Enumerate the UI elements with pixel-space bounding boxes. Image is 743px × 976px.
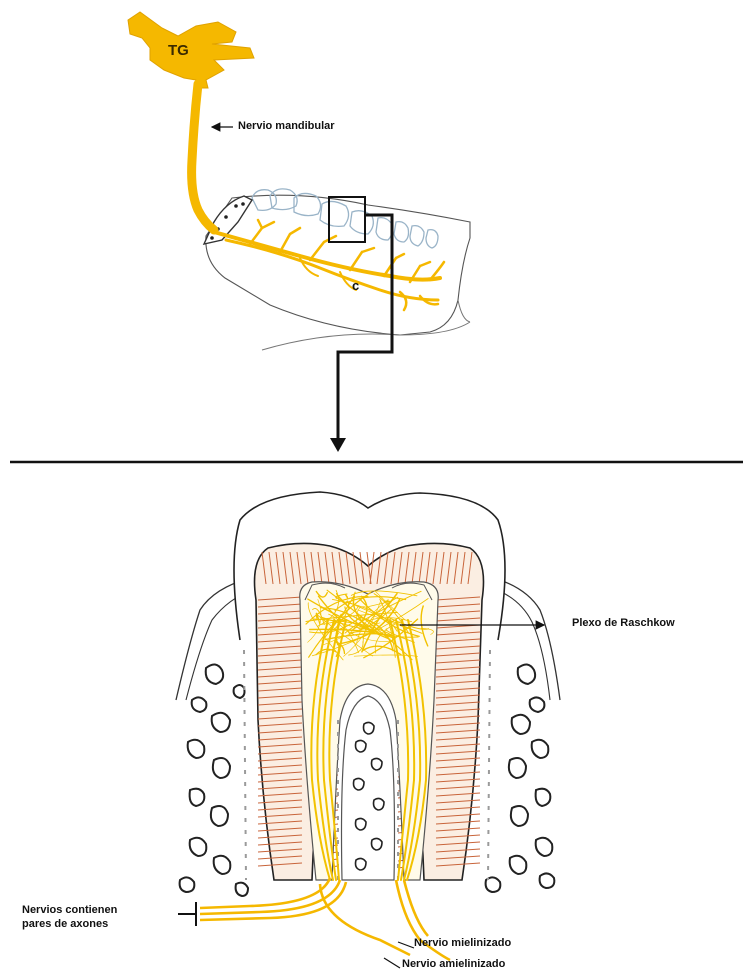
- canal-label: c: [352, 278, 359, 293]
- interradicular-bone: [342, 696, 395, 880]
- jaw-panel: [128, 12, 470, 452]
- chin-outline: [262, 322, 470, 350]
- mandibular-nerve: [192, 84, 214, 230]
- tg-label: TG: [168, 42, 189, 59]
- unmyelinated-pointer: [384, 958, 400, 968]
- raschkow-label: Plexo de Raschkow: [572, 617, 675, 629]
- mandibular-nerve-label: Nervio mandibular: [238, 120, 335, 132]
- pairs-bracket: [178, 902, 196, 926]
- trigeminal-ganglion: [128, 12, 254, 88]
- throat-outline: [458, 300, 470, 322]
- tooth-panel: [176, 492, 560, 968]
- alveolar-bone-right: [486, 664, 555, 892]
- alveolar-bone-left: [180, 664, 248, 896]
- pairs-label-line2: pares de axones: [22, 918, 108, 930]
- pairs-label-line1: Nervios contienen: [22, 904, 117, 916]
- unmyelinated-label: Nervio amielinizado: [402, 958, 505, 970]
- zoom-arrowhead: [330, 438, 346, 452]
- myelinated-label: Nervio mielinizado: [414, 937, 511, 949]
- myelinated-pointer: [398, 942, 414, 948]
